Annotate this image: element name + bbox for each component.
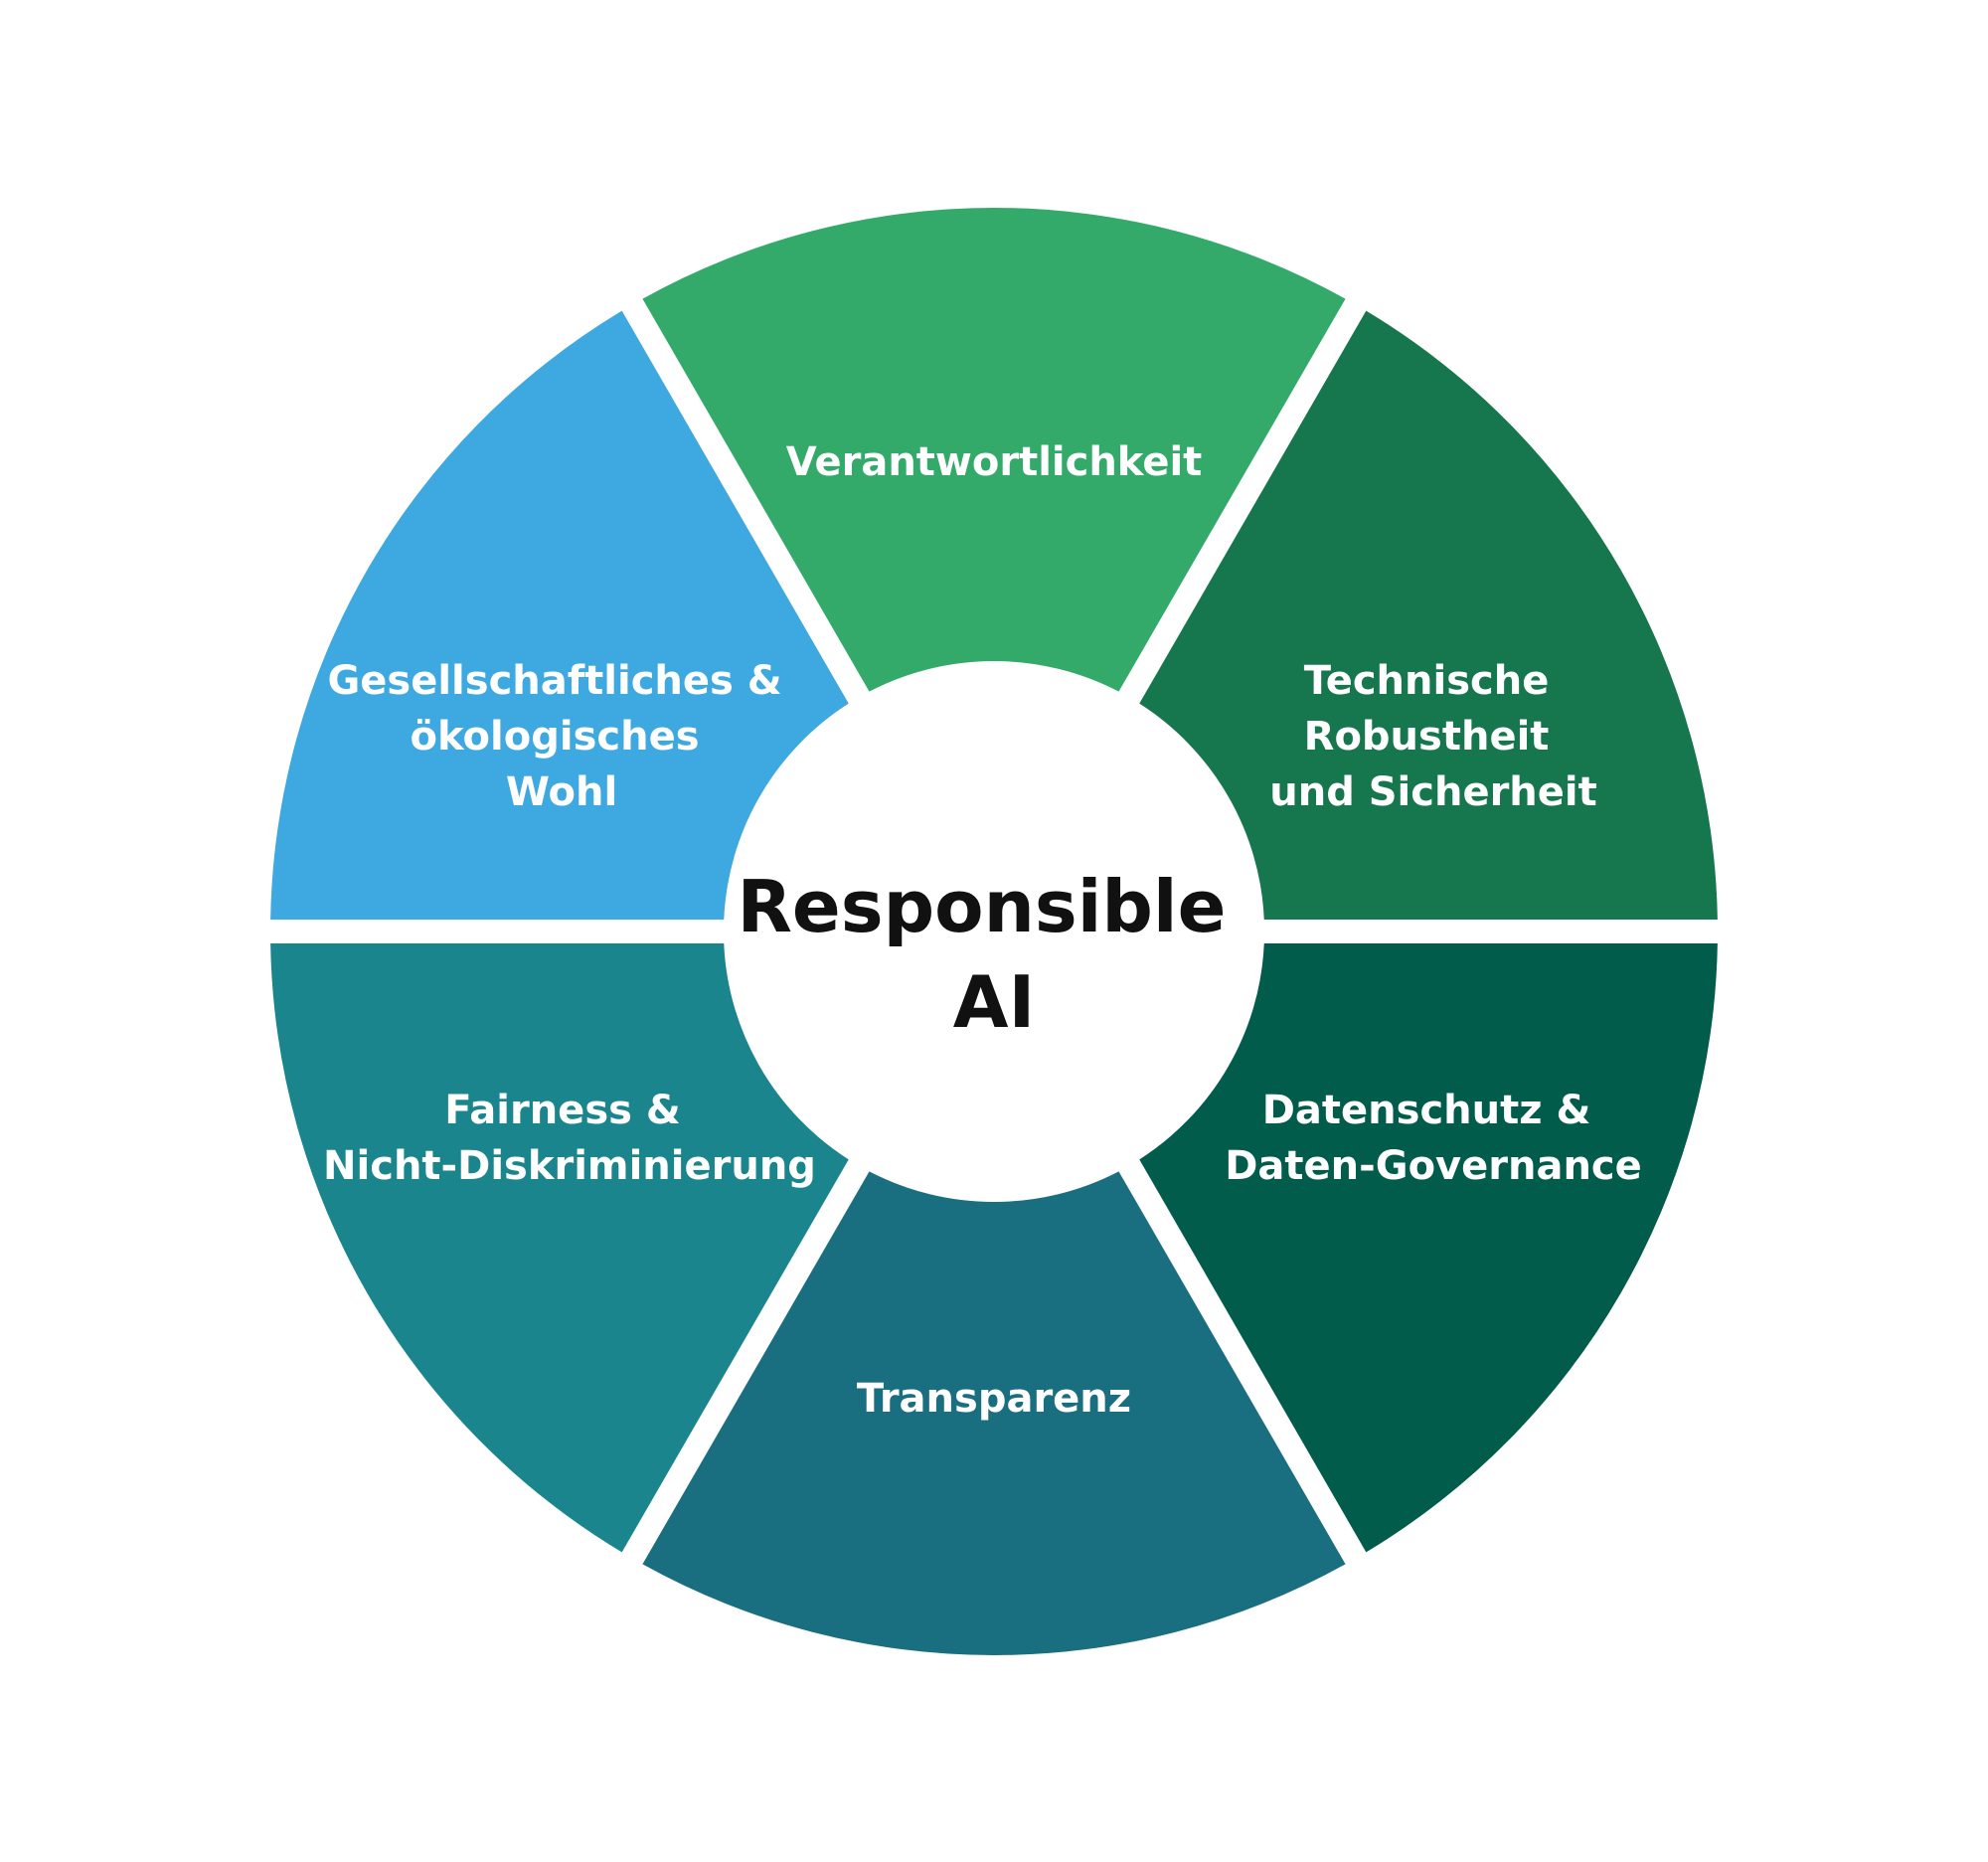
label-transparenz: Transparenz [857,1376,1131,1422]
label-line: Transparenz [857,1376,1131,1422]
label-verantwortlichkeit: Verantwortlichkeit [786,439,1203,485]
segment-datenschutz [1139,943,1718,1553]
label-line: Technische [1304,658,1550,704]
label-line: Fairness & [444,1088,680,1133]
segment-transparenz [642,1171,1346,1656]
segment-technische-robustheit [1139,310,1718,920]
segment-labels: Verantwortlichkeit Technische Robustheit… [323,439,1642,1422]
segment-fairness [270,943,849,1553]
label-line: Wohl [506,769,617,815]
segment-gesellschaftliches-wohl [270,310,849,920]
label-line: Nicht-Diskriminierung [323,1143,816,1189]
label-line: Gesellschaftliches & [327,658,781,704]
label-fairness: Fairness & Nicht-Diskriminierung [323,1088,816,1189]
wheel-segments [270,207,1718,1656]
center-title-line: AI [953,960,1036,1044]
center-title: Responsible AI [737,865,1250,1044]
label-line: Daten-Governance [1225,1143,1642,1189]
segment-verantwortlichkeit [642,207,1346,692]
label-line: und Sicherheit [1269,769,1597,815]
label-line: ökologisches [411,714,700,760]
label-technische-robustheit: Technische Robustheit und Sicherheit [1269,658,1597,815]
label-gesellschaftliches-wohl: Gesellschaftliches & ökologisches Wohl [327,658,795,815]
label-line: Robustheit [1304,714,1550,760]
center-title-line: Responsible [737,865,1226,948]
label-datenschutz: Datenschutz & Daten-Governance [1225,1088,1642,1189]
label-line: Datenschutz & [1262,1088,1591,1133]
label-line: Verantwortlichkeit [786,439,1203,485]
